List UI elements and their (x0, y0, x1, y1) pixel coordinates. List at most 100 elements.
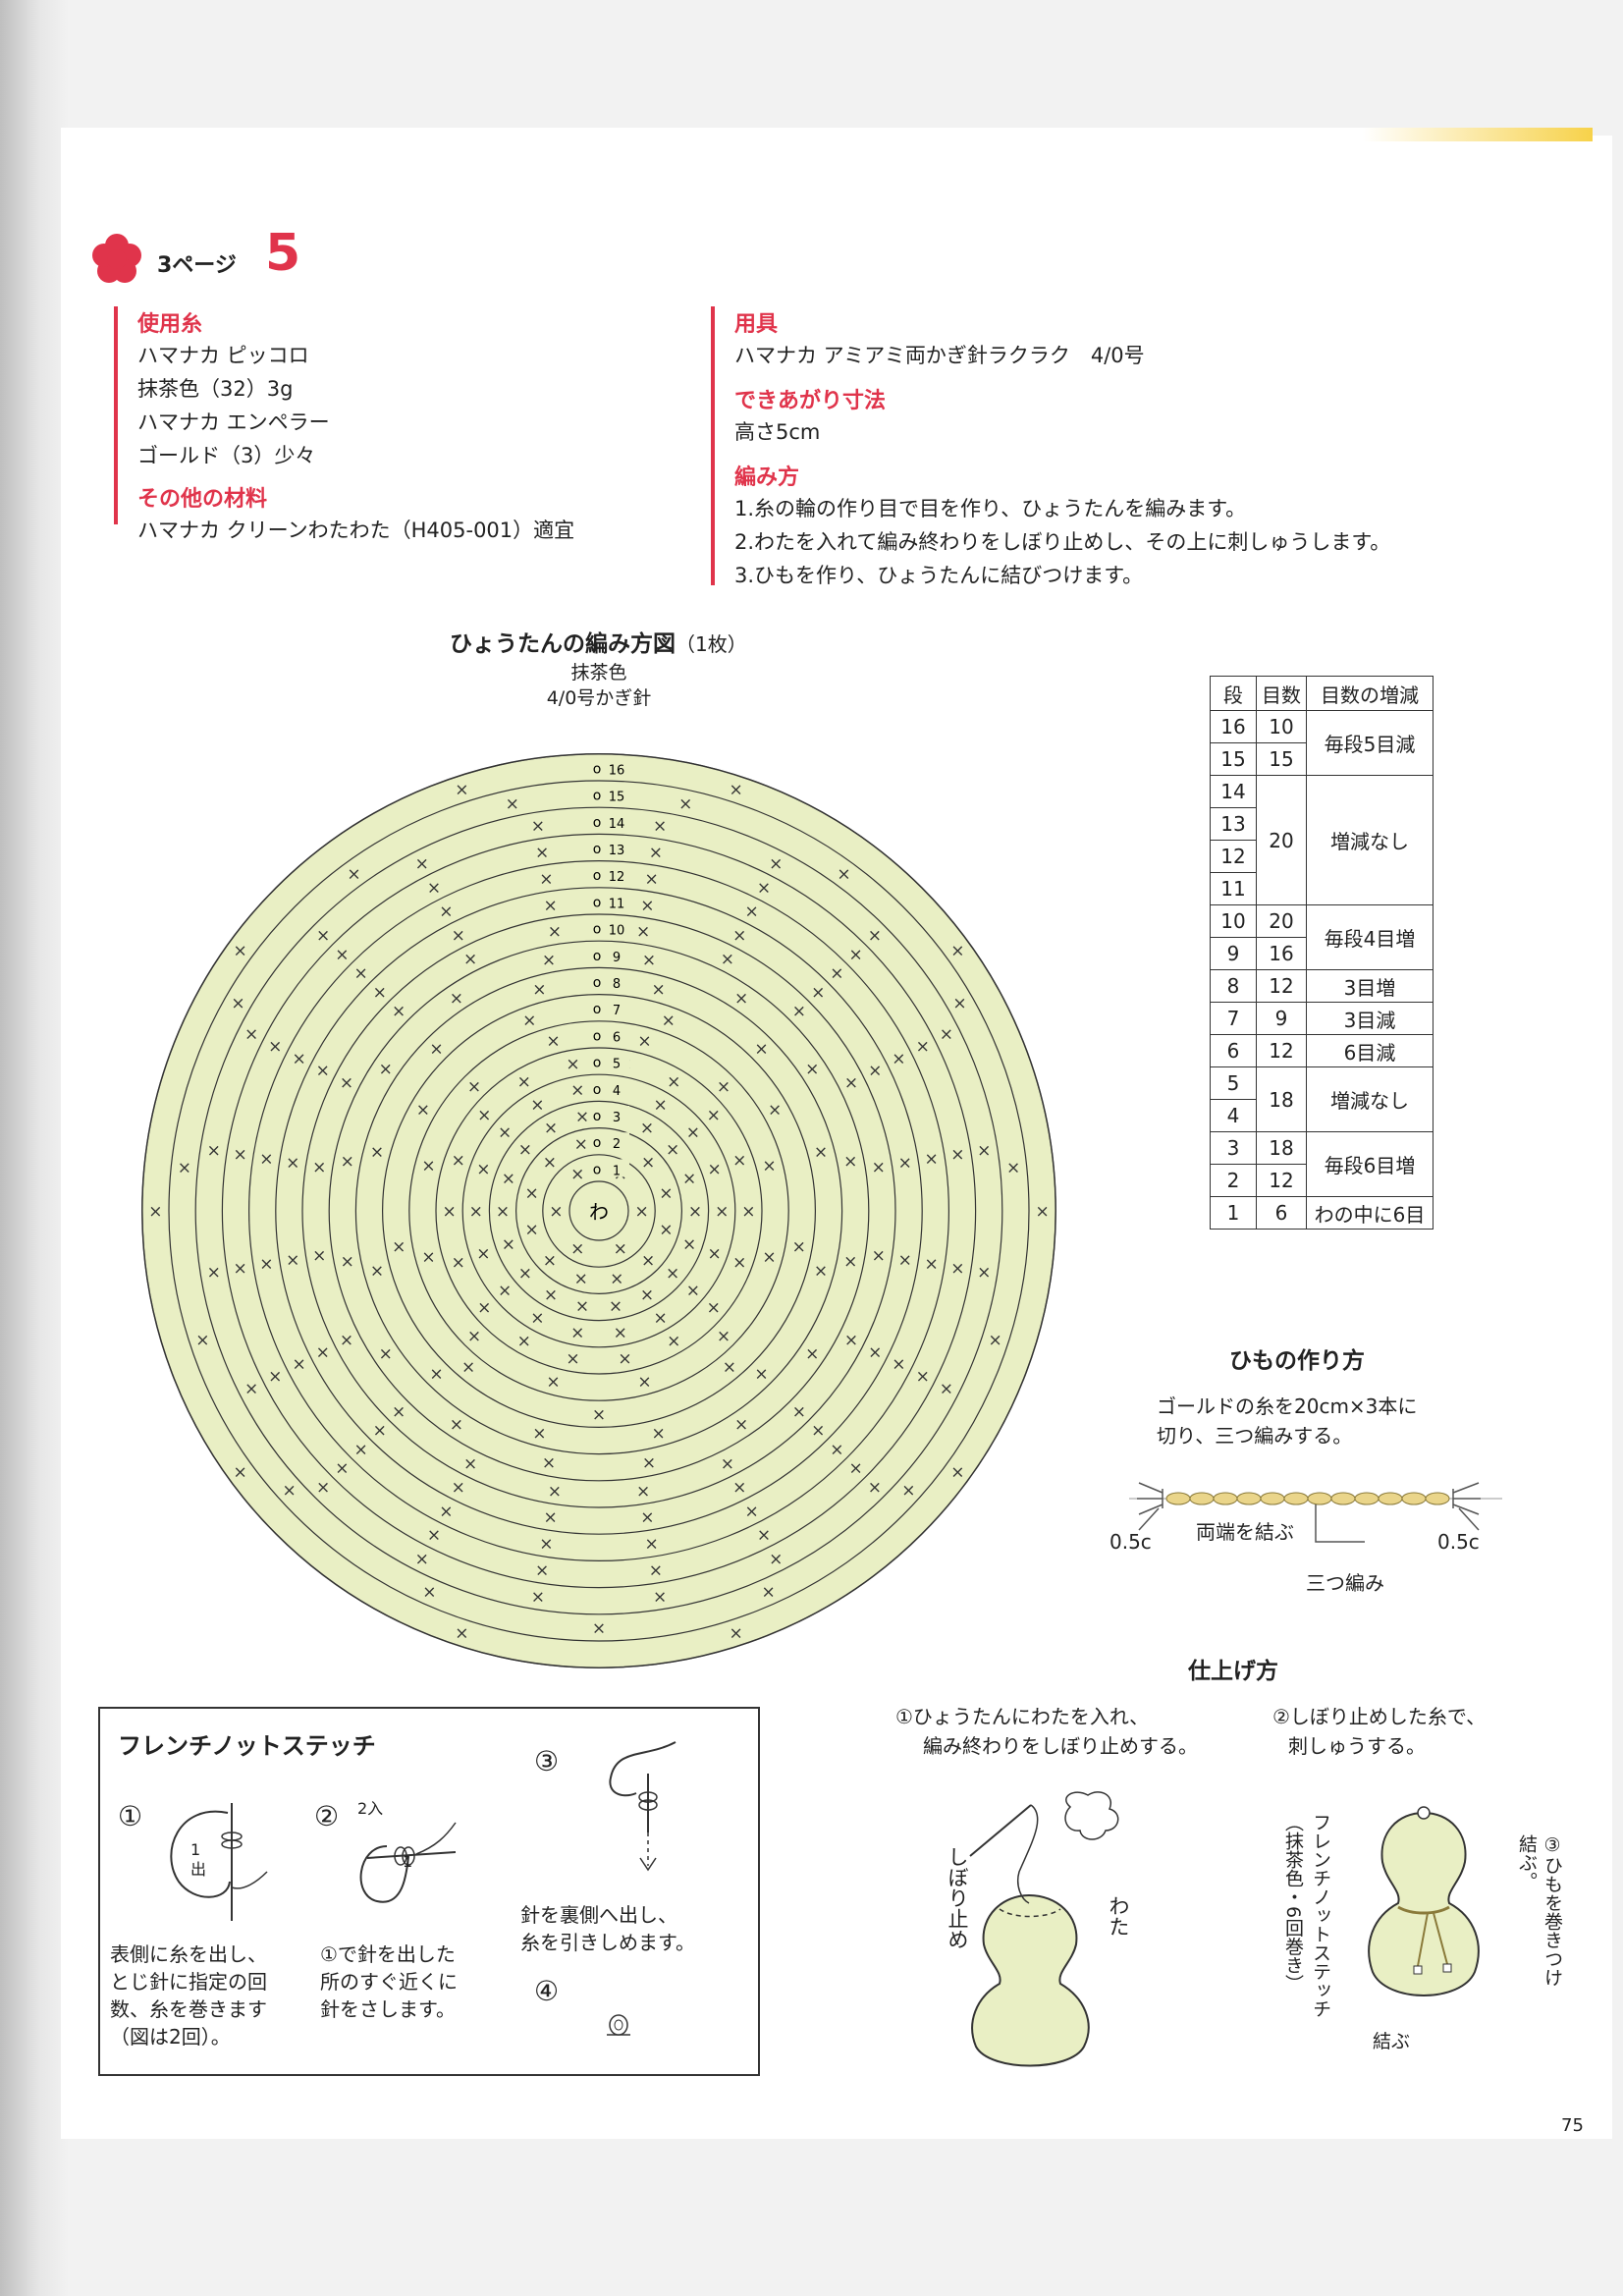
fk-fig2-one: 1 (403, 1848, 412, 1876)
french-knot-box: フレンチノットステッチ ① 1 出 表側に糸を出し、 とじ針に指定の回 数、糸を… (98, 1707, 760, 2076)
fk-step2-text: 所のすぐ近くに (320, 1968, 458, 1995)
fk-step3-text: 針を裏側へ出し、 (520, 1901, 677, 1929)
pattern-number: 5 (265, 224, 300, 283)
cord-tie-label: 両端を結ぶ (1196, 1516, 1294, 1545)
row-table-count: 15 (1257, 743, 1307, 776)
row-table-change: 増減なし (1307, 1067, 1434, 1132)
cord-desc: 切り、三つ編みする。 (1157, 1420, 1352, 1449)
fk-step4-num: ④ (534, 1978, 559, 2005)
row-table-count: 6 (1257, 1197, 1307, 1230)
page-reference: 3ページ (157, 247, 237, 279)
label-cinch: しぼり止め (943, 1846, 972, 1949)
fk-step2-text: ①で針を出した (320, 1941, 456, 1968)
flower-icon (90, 232, 143, 285)
row-table-change: 6目減 (1307, 1035, 1434, 1067)
row-table-round: 16 (1211, 711, 1257, 743)
fk-step4-figure (599, 2005, 638, 2045)
row-table-round: 5 (1211, 1067, 1257, 1100)
row-table-round: 12 (1211, 841, 1257, 873)
fk-step3-figure (568, 1738, 695, 1886)
row-table-change: 毎段4目増 (1307, 905, 1434, 970)
finishing-step1: 編み終わりをしぼり止めする。 (923, 1730, 1198, 1759)
fk-step1-text: 表側に糸を出し、 (110, 1941, 267, 1968)
yarn-line: 抹茶色（32）3g (137, 373, 293, 403)
cord-right-length: 0.5c (1437, 1530, 1480, 1554)
finishing-step2: 刺しゅうする。 (1288, 1730, 1426, 1759)
page-top-edge (61, 128, 1593, 141)
method-accent-bar (711, 306, 715, 585)
row-table-count: 20 (1257, 776, 1307, 905)
row-table-round: 3 (1211, 1132, 1257, 1165)
chart-color: 抹茶色 (550, 658, 648, 684)
finishing-step2: ②しぼり止めした糸で、 (1272, 1701, 1486, 1729)
method-step: 2.わたを入れて編み終わりをしぼり止めし、その上に刺しゅうします。 (734, 526, 1390, 556)
row-table-round: 4 (1211, 1100, 1257, 1132)
row-table-round: 13 (1211, 808, 1257, 841)
yarn-line: ハマナカ ピッコロ (137, 340, 309, 369)
row-table-count: 12 (1257, 1035, 1307, 1067)
row-table-round: 1 (1211, 1197, 1257, 1230)
fk-step1-figure (149, 1793, 277, 1931)
fk-step1-text: とじ針に指定の回 (110, 1968, 267, 1995)
fk-step3-text: 糸を引きしめます。 (520, 1929, 695, 1956)
yarn-title: 使用糸 (137, 306, 202, 338)
label-stuffing: わた (1104, 1895, 1133, 1937)
fk-fig1-out: 出 (190, 1856, 206, 1884)
finished-size-title: できあがり寸法 (734, 383, 886, 414)
row-table-count: 16 (1257, 938, 1307, 970)
row-table-header: 段目数目数の増減 (1211, 677, 1434, 711)
label-wrap: ③ひもを巻きつけ (1540, 1834, 1566, 1987)
row-table-round: 6 (1211, 1035, 1257, 1067)
fk-step2-num: ② (314, 1803, 339, 1831)
fk-fig2-in: 2入 (357, 1795, 383, 1823)
row-table-round: 10 (1211, 905, 1257, 938)
row-table-row: 518増減なし (1211, 1067, 1434, 1100)
tools-line: ハマナカ アミアミ両かぎ針ラクラク 4/0号 (734, 340, 1145, 369)
row-table-change: 毎段6目増 (1307, 1132, 1434, 1197)
row-table-count: 18 (1257, 1132, 1307, 1165)
row-table-count: 10 (1257, 711, 1307, 743)
gourd-finished-illustration (1335, 1797, 1512, 2072)
row-table-count: 12 (1257, 1165, 1307, 1197)
fk-step1-text: （図は2回）。 (110, 2023, 231, 2050)
row-table-change: わの中に6目 (1307, 1197, 1434, 1230)
cord-desc: ゴールドの糸を20cm×3本に (1157, 1391, 1417, 1419)
tools-title: 用具 (734, 306, 778, 338)
row-table-count: 12 (1257, 970, 1307, 1003)
chart-title: ひょうたんの編み方図（1枚） (450, 625, 747, 658)
row-table-change: 3目減 (1307, 1003, 1434, 1035)
yarn-line: ゴールド（3）少々 (137, 440, 315, 469)
label-french-knot-note: （抹茶色・6回巻き） (1280, 1813, 1307, 1993)
label-tie: 結ぶ (1373, 2027, 1410, 2053)
materials-accent-bar (114, 306, 118, 524)
row-table-count: 18 (1257, 1067, 1307, 1132)
yarn-line: ハマナカ エンペラー (137, 407, 330, 436)
finishing-step1: ①ひょうたんにわたを入れ、 (895, 1701, 1149, 1729)
row-table-round: 15 (1211, 743, 1257, 776)
row-table-header-cell: 目数 (1257, 677, 1307, 711)
method-title: 編み方 (734, 460, 799, 491)
method-step: 3.ひもを作り、ひょうたんに結びつけます。 (734, 560, 1143, 589)
row-table-change: 毎段5目減 (1307, 711, 1434, 776)
fk-step1-num: ① (118, 1803, 142, 1831)
row-table-row: 1420増減なし (1211, 776, 1434, 808)
cord-braid-label: 三つ編み (1306, 1567, 1384, 1596)
cord-title: ひもの作り方 (1229, 1341, 1365, 1375)
french-knot-title: フレンチノットステッチ (118, 1726, 376, 1761)
cord-left-length: 0.5c (1109, 1530, 1152, 1554)
chart-hook: 4/0号かぎ針 (530, 683, 668, 710)
row-table-header-cell: 目数の増減 (1307, 677, 1434, 711)
label-french-knot: フレンチノットステッチ (1308, 1813, 1334, 2018)
fk-step3-num: ③ (534, 1748, 559, 1776)
other-materials-line: ハマナカ クリーンわたわた（H405-001）適宜 (137, 515, 574, 544)
fk-step1-text: 数、糸を巻きます (110, 1995, 267, 2023)
row-table-round: 7 (1211, 1003, 1257, 1035)
row-table-round: 14 (1211, 776, 1257, 808)
